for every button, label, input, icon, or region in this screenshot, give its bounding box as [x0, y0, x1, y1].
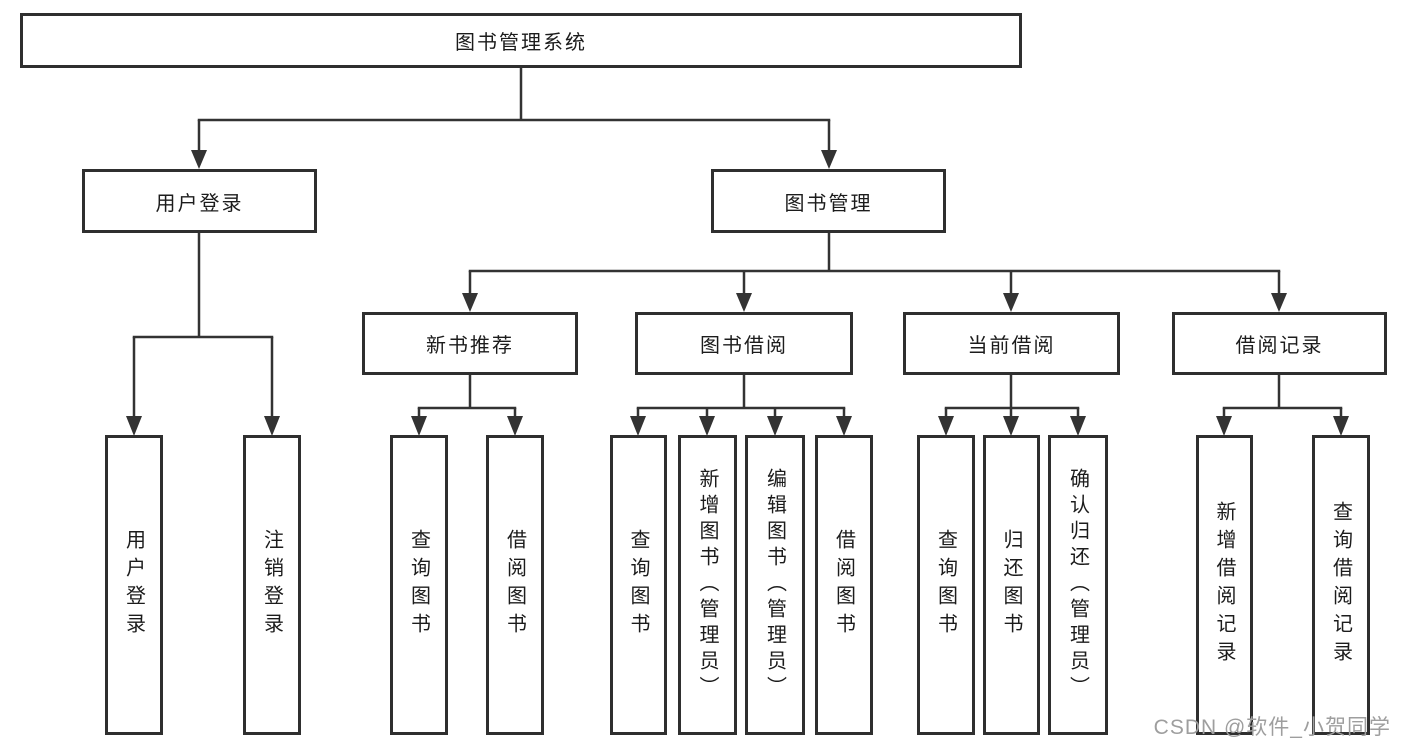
leaf-recommend-borrow-books: 借阅图书 [486, 435, 544, 735]
leaf-logout: 注销登录 [243, 435, 301, 735]
leaf-current-query-books: 查询图书 [917, 435, 975, 735]
leaf-user-login: 用户登录 [105, 435, 163, 735]
node-borrowing-records: 借阅记录 [1172, 312, 1387, 375]
node-current-borrowing: 当前借阅 [903, 312, 1120, 375]
csdn-watermark: CSDN @软件_小贺同学 [1153, 716, 1391, 739]
node-book-management: 图书管理 [711, 169, 946, 233]
leaf-borrow-borrow-books: 借阅图书 [815, 435, 873, 735]
node-root-library-management-system: 图书管理系统 [20, 13, 1022, 68]
leaf-current-return-books: 归还图书 [983, 435, 1040, 735]
leaf-borrow-query-books: 查询图书 [610, 435, 667, 735]
leaf-records-query-borrow-record: 查询借阅记录 [1312, 435, 1370, 735]
leaf-borrow-edit-books-admin: 编辑图书（管理员） [745, 435, 805, 735]
leaf-records-add-borrow-record: 新增借阅记录 [1196, 435, 1253, 735]
leaf-recommend-query-books: 查询图书 [390, 435, 448, 735]
node-new-book-recommendation: 新书推荐 [362, 312, 578, 375]
node-user-login: 用户登录 [82, 169, 317, 233]
leaf-borrow-add-books-admin: 新增图书（管理员） [678, 435, 737, 735]
node-book-borrowing: 图书借阅 [635, 312, 853, 375]
leaf-current-confirm-return-admin: 确认归还（管理员） [1048, 435, 1108, 735]
